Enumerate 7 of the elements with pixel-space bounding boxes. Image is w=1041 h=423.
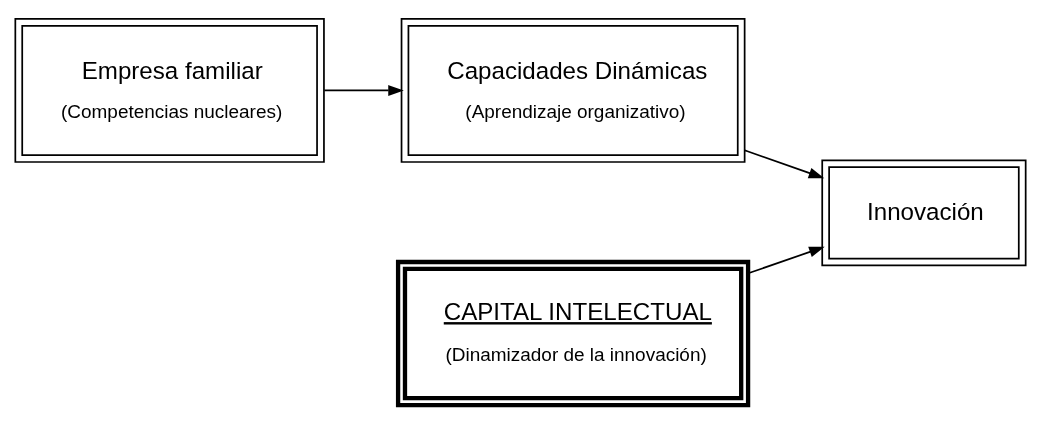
node-box: Empresa familiar (Competencias nucleares) (14, 17, 325, 163)
arrow (323, 84, 404, 96)
arrow (744, 149, 825, 178)
arrow (747, 246, 825, 274)
node-box: Capacidades Dinámicas (Aprendizaje organizativo) (400, 17, 746, 163)
node-box: Innovación (821, 158, 1027, 266)
node-box: CAPITAL INTELECTUAL (Dinamizador de la innovación) (395, 259, 751, 407)
